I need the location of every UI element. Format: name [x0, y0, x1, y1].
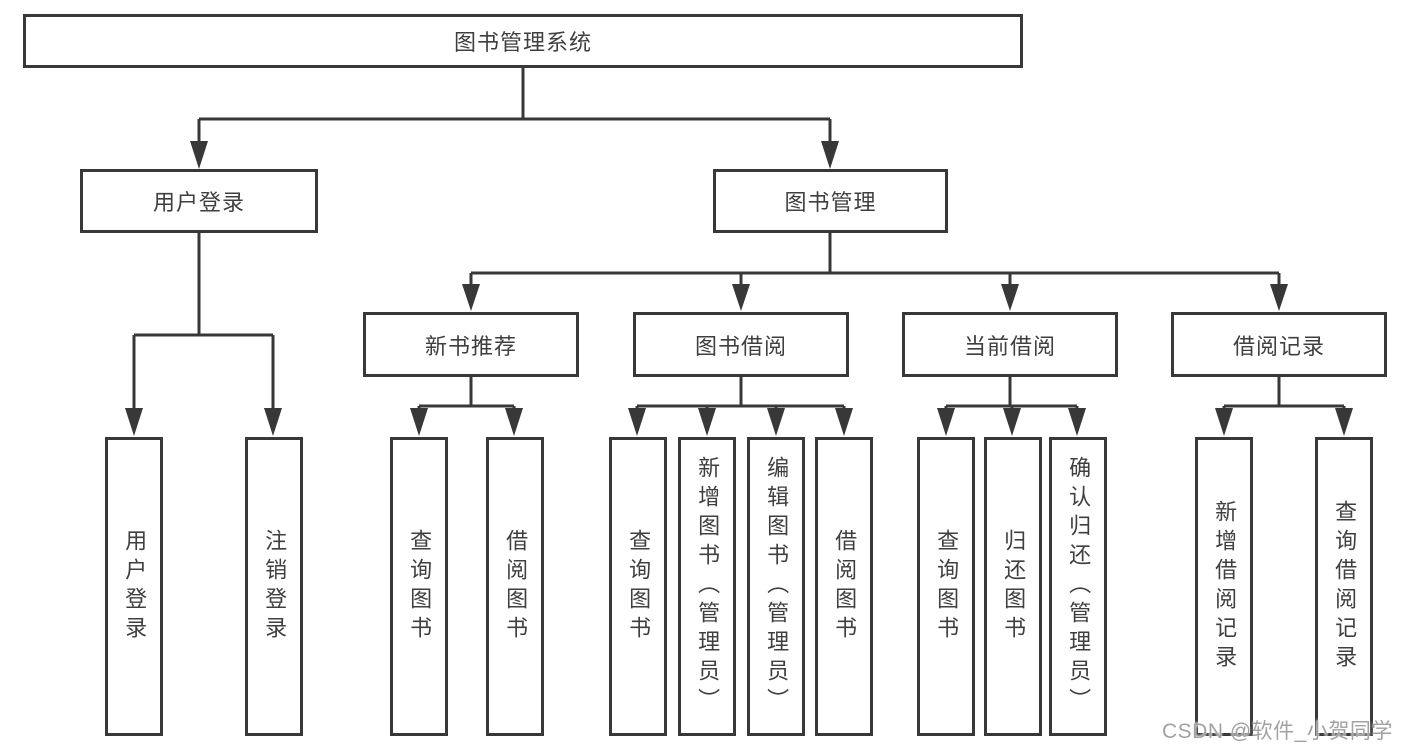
node-library-management-system: 图书管理系统 — [23, 14, 1023, 68]
leaf-label: 查询借阅记录 — [1332, 499, 1358, 674]
connector-new-book-to-leaves — [410, 376, 523, 436]
leaf-borrow-books-newbook: 借阅图书 — [486, 437, 544, 736]
node-label: 新书推荐 — [424, 333, 517, 359]
node-new-book-recommendation: 新书推荐 — [363, 312, 579, 377]
node-label: 图书管理系统 — [453, 30, 592, 55]
node-book-management: 图书管理 — [713, 169, 948, 233]
node-label: 图书借阅 — [694, 333, 787, 359]
leaf-user-login: 用户登录 — [105, 437, 163, 736]
leaf-edit-books-admin: 编辑图书（管理员） — [747, 437, 805, 736]
node-label: 当前借阅 — [963, 333, 1056, 359]
leaf-label: 编辑图书（管理员） — [764, 456, 790, 717]
leaf-add-books-admin: 新增图书（管理员） — [678, 437, 736, 736]
leaf-label: 借阅图书 — [503, 528, 529, 645]
leaf-label: 新增借阅记录 — [1212, 499, 1238, 674]
leaf-query-books-borrow: 查询图书 — [609, 437, 667, 736]
node-borrowing-records: 借阅记录 — [1171, 312, 1387, 377]
leaf-query-books-newbook: 查询图书 — [390, 437, 448, 736]
node-current-borrowing: 当前借阅 — [902, 312, 1118, 377]
connector-book-management-to-level3 — [462, 232, 1288, 311]
csdn-watermark: CSDN @软件_小贺同学 — [1162, 720, 1393, 743]
leaf-confirm-return-admin: 确认归还（管理员） — [1049, 437, 1107, 736]
connector-user-login-to-leaves — [125, 232, 282, 436]
leaf-query-borrow-record: 查询借阅记录 — [1315, 437, 1373, 736]
leaf-return-books: 归还图书 — [984, 437, 1042, 736]
leaf-add-borrow-record: 新增借阅记录 — [1195, 437, 1253, 736]
leaf-label: 查询图书 — [626, 528, 652, 645]
leaf-query-books-current: 查询图书 — [917, 437, 975, 736]
connector-borrowing-to-leaves — [628, 376, 853, 436]
leaf-label: 新增图书（管理员） — [695, 456, 721, 717]
leaf-label: 查询图书 — [934, 528, 960, 645]
node-label: 借阅记录 — [1232, 333, 1325, 359]
leaf-logout: 注销登录 — [245, 437, 303, 736]
node-book-borrowing: 图书借阅 — [633, 312, 849, 377]
node-user-login: 用户登录 — [80, 169, 318, 233]
connector-root-to-level2 — [190, 67, 839, 169]
leaf-label: 确认归还（管理员） — [1066, 456, 1092, 717]
leaf-label: 借阅图书 — [832, 528, 858, 645]
node-label: 图书管理 — [784, 190, 877, 215]
node-label: 用户登录 — [152, 190, 245, 215]
leaf-label: 查询图书 — [407, 528, 433, 645]
leaf-label: 注销登录 — [262, 528, 288, 645]
connector-current-to-leaves — [937, 376, 1086, 436]
leaf-label: 用户登录 — [122, 528, 148, 645]
leaf-borrow-books-borrow: 借阅图书 — [815, 437, 873, 736]
leaf-label: 归还图书 — [1001, 528, 1027, 645]
connector-records-to-leaves — [1215, 376, 1353, 436]
